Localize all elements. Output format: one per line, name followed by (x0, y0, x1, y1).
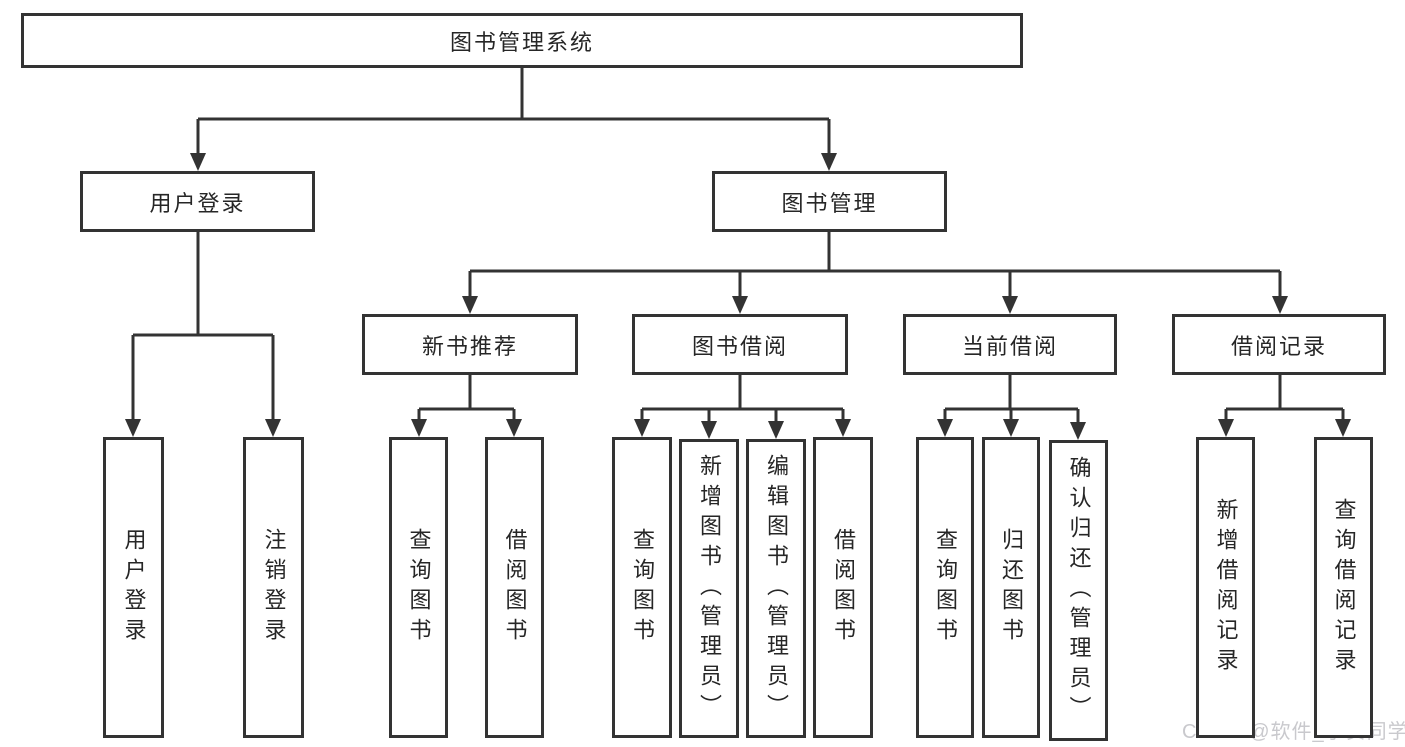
node-rec-query-books: 查询图书 (389, 437, 448, 738)
arrowhead-icon-new-book-rec-children-0 (411, 419, 427, 437)
arrowhead-icon-root-children-0 (190, 153, 206, 171)
arrowhead-icon-current-borrow-children-1 (1003, 419, 1019, 437)
arrowhead-icon-book-borrow-children-1 (701, 421, 717, 439)
node-label-user-login: 用户登录 (149, 190, 246, 216)
edge-user-login-children (131, 232, 275, 421)
node-label-borrow-records: 借阅记录 (1230, 333, 1327, 359)
node-label-book-mgmt: 图书管理 (781, 190, 878, 216)
arrowhead-icon-book-mgmt-children-0 (462, 296, 478, 314)
node-label-login-action: 用户登录 (121, 527, 147, 648)
node-label-bb-query-books: 查询图书 (630, 527, 655, 648)
node-label-br-add-record: 新增借阅记录 (1213, 497, 1239, 678)
node-bb-query-books: 查询图书 (612, 437, 672, 738)
node-user-login: 用户登录 (80, 171, 315, 232)
node-label-current-borrow: 当前借阅 (961, 333, 1058, 359)
node-label-logout-action: 注销登录 (261, 527, 287, 648)
arrowhead-icon-current-borrow-children-2 (1070, 422, 1086, 440)
node-label-rec-query-books: 查询图书 (406, 527, 432, 648)
node-current-borrow: 当前借阅 (903, 314, 1117, 375)
node-cb-query-books: 查询图书 (916, 437, 974, 738)
node-label-new-book-rec: 新书推荐 (421, 333, 518, 359)
arrowhead-icon-book-borrow-children-0 (634, 419, 650, 437)
arrowhead-icon-borrow-records-children-1 (1335, 419, 1351, 437)
node-label-bb-borrow-books: 借阅图书 (831, 527, 856, 648)
node-bb-borrow-books: 借阅图书 (813, 437, 873, 738)
node-label-cb-confirm-return: 确认归还（管理员） (1066, 455, 1092, 726)
arrowhead-icon-root-children-1 (821, 153, 837, 171)
node-label-rec-borrow-books: 借阅图书 (502, 527, 528, 648)
arrowhead-icon-book-mgmt-children-2 (1002, 296, 1018, 314)
edge-borrow-records-children (1224, 375, 1345, 421)
node-label-cb-return-books: 归还图书 (999, 527, 1024, 648)
arrowhead-icon-book-mgmt-children-1 (732, 296, 748, 314)
edge-new-book-rec-children (417, 375, 516, 421)
node-cb-confirm-return: 确认归还（管理员） (1049, 440, 1108, 741)
node-br-query-record: 查询借阅记录 (1314, 437, 1373, 738)
arrowhead-icon-user-login-children-1 (265, 419, 281, 437)
node-root: 图书管理系统 (21, 13, 1023, 68)
edge-root-children (196, 68, 831, 155)
node-bb-add-books: 新增图书（管理员） (679, 439, 739, 738)
edge-book-borrow-children (640, 375, 845, 423)
node-book-mgmt: 图书管理 (712, 171, 947, 232)
edge-current-borrow-children (943, 375, 1080, 424)
node-borrow-records: 借阅记录 (1172, 314, 1386, 375)
arrowhead-icon-user-login-children-0 (125, 419, 141, 437)
node-label-br-query-record: 查询借阅记录 (1331, 497, 1357, 678)
node-label-root: 图书管理系统 (449, 29, 594, 55)
arrowhead-icon-book-borrow-children-3 (835, 419, 851, 437)
arrowhead-icon-borrow-records-children-0 (1218, 419, 1234, 437)
node-label-bb-edit-books: 编辑图书（管理员） (764, 453, 789, 724)
node-label-cb-query-books: 查询图书 (933, 527, 958, 648)
node-book-borrow: 图书借阅 (632, 314, 848, 375)
node-label-book-borrow: 图书借阅 (691, 333, 788, 359)
node-rec-borrow-books: 借阅图书 (485, 437, 544, 738)
node-bb-edit-books: 编辑图书（管理员） (746, 439, 806, 738)
node-logout-action: 注销登录 (243, 437, 304, 738)
node-br-add-record: 新增借阅记录 (1196, 437, 1255, 738)
node-login-action: 用户登录 (103, 437, 164, 738)
arrowhead-icon-current-borrow-children-0 (937, 419, 953, 437)
node-cb-return-books: 归还图书 (982, 437, 1040, 738)
arrowhead-icon-new-book-rec-children-1 (506, 419, 522, 437)
node-label-bb-add-books: 新增图书（管理员） (697, 453, 722, 724)
arrowhead-icon-book-borrow-children-2 (768, 421, 784, 439)
arrowhead-icon-book-mgmt-children-3 (1272, 296, 1288, 314)
edge-book-mgmt-children (468, 232, 1282, 298)
node-new-book-rec: 新书推荐 (362, 314, 578, 375)
